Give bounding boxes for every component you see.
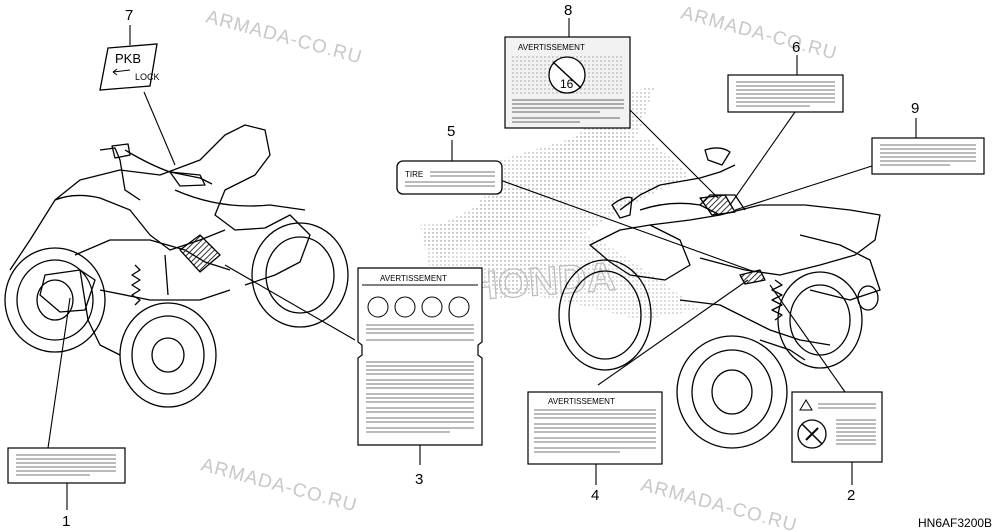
callout-6: 6 (792, 39, 800, 56)
label-9-plate (871, 137, 985, 175)
label-1-plate (7, 447, 126, 484)
callout-3: 3 (415, 471, 423, 488)
label-large-warning: AVERTISSEMENT (357, 267, 483, 446)
label-pkb-lock: PKB LOCK (99, 43, 160, 91)
label-no-tool (791, 391, 883, 463)
watermark: ARMADA-CO.RU (204, 7, 365, 69)
warning-word: AVERTISSEMENT (380, 274, 447, 283)
tire-text: TIRE (405, 170, 423, 179)
atv-rear-view (558, 147, 881, 449)
label-tire: TIRE (396, 160, 503, 195)
callout-7: 7 (125, 7, 133, 24)
diagram-code: HN6AF3200B (918, 516, 992, 530)
label-warning-4: AVERTISSEMENT (527, 391, 663, 465)
label-6-plate (727, 74, 844, 113)
pkb-text: PKB (115, 51, 141, 66)
atv-front-view (4, 124, 349, 408)
warning-word: AVERTISSEMENT (518, 43, 585, 52)
callout-8: 8 (564, 2, 572, 19)
lock-text: LOCK (135, 72, 160, 82)
watermark: ARMADA-CO.RU (199, 455, 360, 517)
callout-1: 1 (62, 513, 70, 530)
callout-5: 5 (447, 123, 455, 140)
age-text: 16 (560, 77, 574, 91)
callout-9: 9 (911, 100, 919, 117)
warning-word: AVERTISSEMENT (548, 397, 615, 406)
leader-lines (47, 91, 876, 449)
callout-numbers: 1 2 3 4 5 6 7 8 9 (62, 2, 919, 530)
label-warning-age: AVERTISSEMENT 16 (504, 36, 631, 129)
callout-2: 2 (847, 487, 855, 504)
svg-text:HONDA: HONDA (468, 255, 617, 309)
callout-4: 4 (591, 487, 599, 504)
watermark: ARMADA-CO.RU (679, 3, 840, 65)
honda-wing-logo: HONDA (420, 85, 700, 320)
watermark: ARMADA-CO.RU (639, 475, 800, 532)
